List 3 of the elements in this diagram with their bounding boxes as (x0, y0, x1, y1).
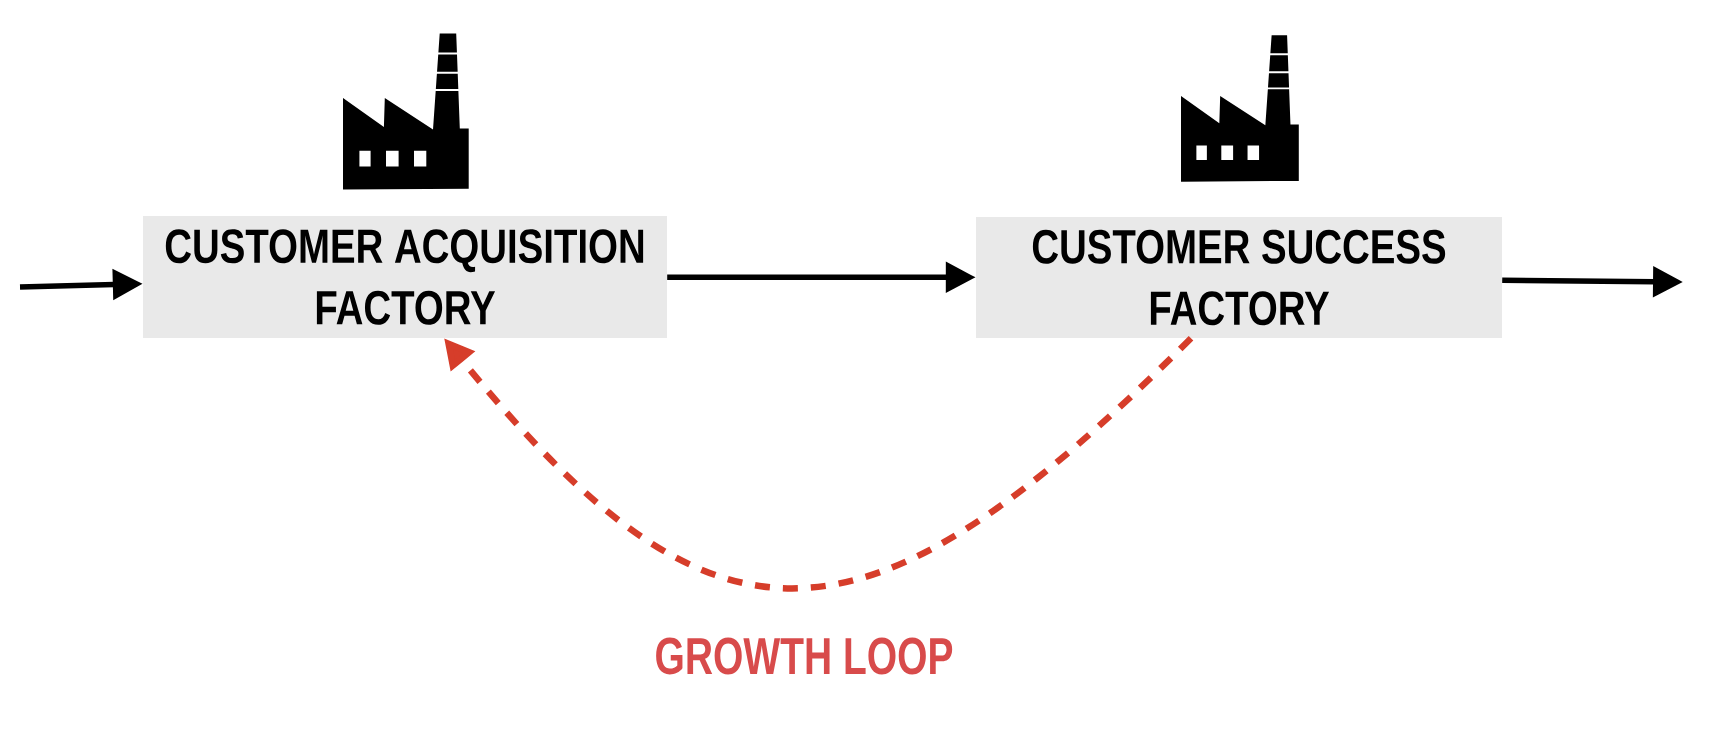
loop-label: GROWTH LOOP (656, 637, 953, 675)
process-box: CUSTOMER SUCCESS FACTORY (976, 217, 1502, 338)
process-box: CUSTOMER ACQUISITION FACTORY (143, 216, 667, 338)
